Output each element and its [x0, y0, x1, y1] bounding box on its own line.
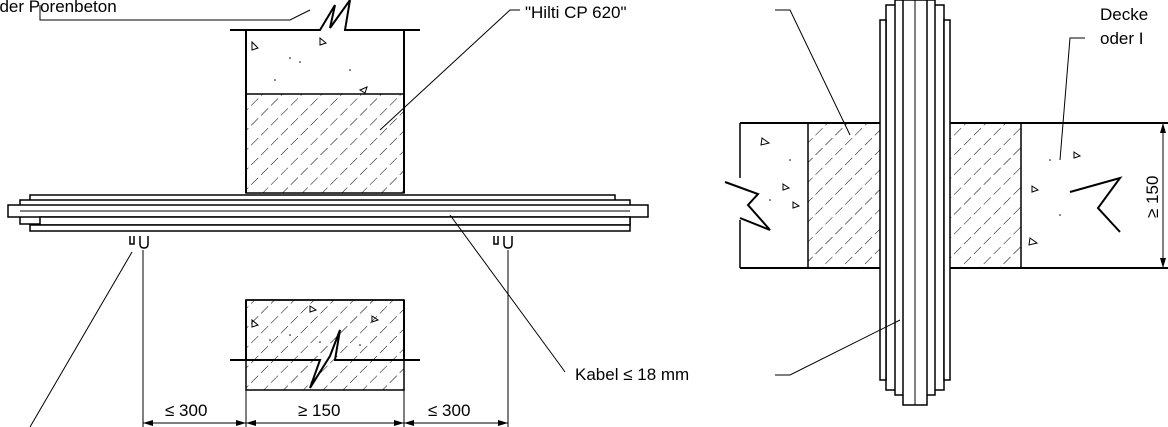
firestop-upper	[245, 93, 405, 194]
slab-firestop-left	[807, 122, 887, 269]
label-material-left: oder Porenbeton	[0, 0, 117, 16]
cable-lower-2	[29, 224, 631, 232]
label-cable: Kabel ≤ 18 mm	[575, 365, 689, 384]
dim-wall-thickness: ≥ 150	[298, 401, 340, 420]
firestop-lower	[245, 299, 405, 391]
cable-support-clip-right	[493, 236, 513, 249]
slab-firestop-right	[943, 122, 1022, 269]
cable-lower	[39, 216, 631, 226]
wall-section	[230, 0, 420, 391]
label-ceiling-line2: oder I	[1100, 29, 1143, 48]
slab-section	[724, 122, 1168, 269]
dim-left-gap: ≤ 300	[165, 401, 207, 420]
cable-support-clip-left	[129, 236, 149, 249]
dim-slab-thickness: ≥ 150	[1143, 176, 1162, 218]
label-product: "Hilti CP 620"	[525, 3, 627, 22]
wall-upper-concrete	[246, 30, 404, 94]
cable-bundle-horizontal	[7, 194, 649, 232]
cable-bundle-vertical	[879, 0, 951, 406]
dim-right-gap: ≤ 300	[428, 401, 470, 420]
label-ceiling-line1: Decke	[1100, 5, 1148, 24]
